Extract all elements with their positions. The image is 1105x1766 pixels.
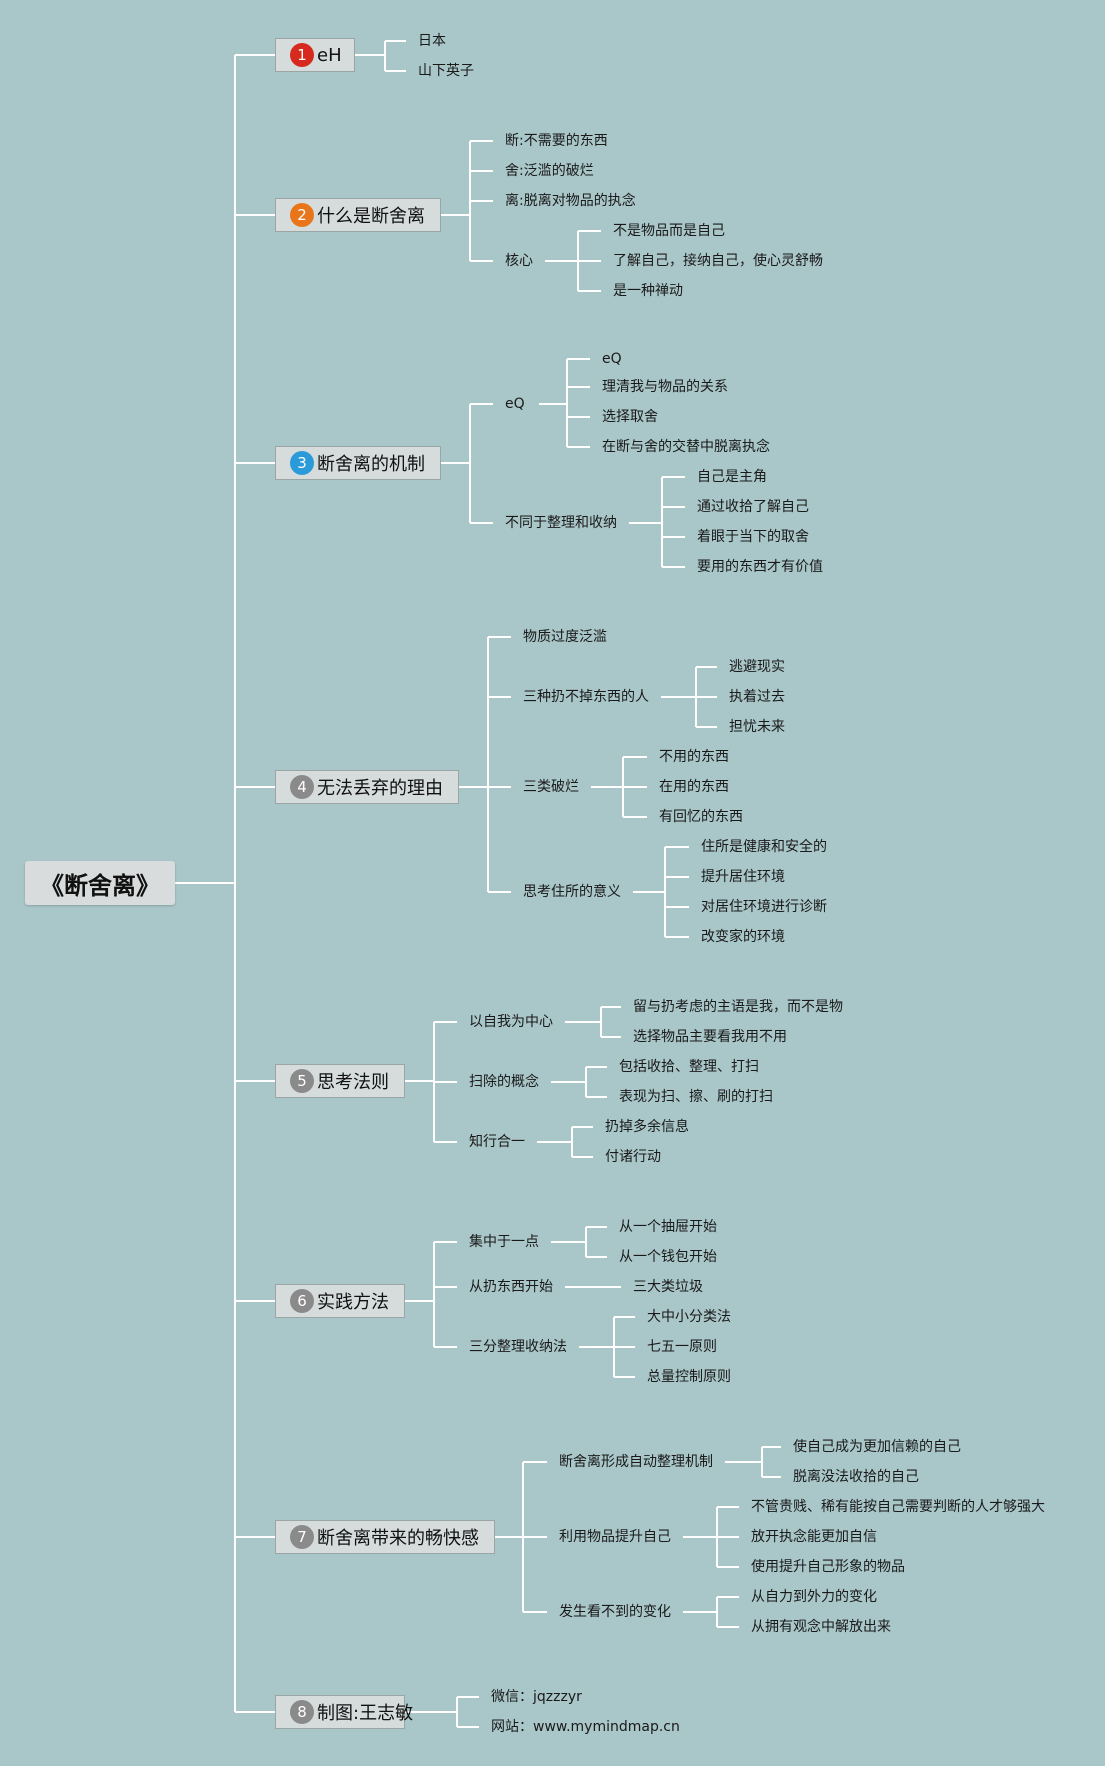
grandchild-item[interactable]: 不是物品而是自己: [613, 223, 725, 239]
number-badge-icon: 1: [290, 43, 314, 67]
child-item[interactable]: 网站：www.mymindmap.cn: [491, 1719, 680, 1735]
grandchild-item[interactable]: 使自己成为更加信赖的自己: [793, 1439, 961, 1455]
child-item[interactable]: 以自我为中心: [469, 1014, 553, 1030]
child-item[interactable]: 知行合一: [469, 1134, 525, 1150]
branch-label: 断舍离的机制: [317, 454, 425, 475]
grandchild-item[interactable]: 从拥有观念中解放出来: [751, 1619, 891, 1635]
root-node[interactable]: 《断舍离》: [25, 861, 175, 905]
child-item[interactable]: 发生看不到的变化: [559, 1604, 671, 1620]
number-badge-icon: 4: [290, 775, 314, 799]
grandchild-item[interactable]: 通过收拾了解自己: [697, 499, 809, 515]
grandchild-item[interactable]: 选择物品主要看我用不用: [633, 1029, 787, 1045]
child-item[interactable]: eQ: [505, 396, 525, 412]
child-item[interactable]: 断:不需要的东西: [505, 133, 608, 149]
child-item[interactable]: 舍:泛滥的破烂: [505, 163, 594, 179]
grandchild-item[interactable]: 三大类垃圾: [633, 1279, 703, 1295]
child-item[interactable]: 利用物品提升自己: [559, 1529, 671, 1545]
number-badge-icon: 2: [290, 203, 314, 227]
branch-label: 实践方法: [317, 1292, 389, 1313]
branch-label: 什么是断舍离: [317, 206, 425, 227]
grandchild-item[interactable]: 包括收拾、整理、打扫: [619, 1059, 759, 1075]
child-item[interactable]: 三种扔不掉东西的人: [523, 689, 649, 705]
child-item[interactable]: 物质过度泛滥: [523, 629, 607, 645]
branch-label: 断舍离带来的畅快感: [317, 1528, 479, 1549]
child-item[interactable]: 离:脱离对物品的执念: [505, 193, 636, 209]
grandchild-item[interactable]: 从自力到外力的变化: [751, 1589, 877, 1605]
grandchild-item[interactable]: 从一个钱包开始: [619, 1249, 717, 1265]
grandchild-item[interactable]: 使用提升自己形象的物品: [751, 1559, 905, 1575]
grandchild-item[interactable]: 改变家的环境: [701, 929, 785, 945]
grandchild-item[interactable]: 不用的东西: [659, 749, 729, 765]
grandchild-item[interactable]: 了解自己，接纳自己，使心灵舒畅: [613, 253, 823, 269]
child-item[interactable]: 三类破烂: [523, 779, 579, 795]
child-item[interactable]: 断舍离形成自动整理机制: [559, 1454, 713, 1470]
child-item[interactable]: 从扔东西开始: [469, 1279, 553, 1295]
grandchild-item[interactable]: eQ: [602, 351, 622, 367]
grandchild-item[interactable]: 担忧未来: [729, 719, 785, 735]
grandchild-item[interactable]: 逃避现实: [729, 659, 785, 675]
grandchild-item[interactable]: 在断与舍的交替中脱离执念: [602, 439, 770, 455]
child-item[interactable]: 不同于整理和收纳: [505, 515, 617, 531]
child-item[interactable]: 日本: [418, 33, 446, 49]
branch-label: 思考法则: [317, 1072, 389, 1093]
branch-label: eH: [317, 44, 342, 66]
grandchild-item[interactable]: 执着过去: [729, 689, 785, 705]
grandchild-item[interactable]: 理清我与物品的关系: [602, 379, 728, 395]
grandchild-item[interactable]: 七五一原则: [647, 1339, 717, 1355]
grandchild-item[interactable]: 总量控制原则: [647, 1369, 731, 1385]
grandchild-item[interactable]: 是一种禅动: [613, 283, 683, 299]
grandchild-item[interactable]: 在用的东西: [659, 779, 729, 795]
grandchild-item[interactable]: 自己是主角: [697, 469, 767, 485]
grandchild-item[interactable]: 从一个抽屉开始: [619, 1219, 717, 1235]
child-item[interactable]: 集中于一点: [469, 1234, 539, 1250]
branch-label: 无法丢弃的理由: [317, 778, 443, 799]
grandchild-item[interactable]: 有回忆的东西: [659, 809, 743, 825]
grandchild-item[interactable]: 扔掉多余信息: [605, 1119, 689, 1135]
grandchild-item[interactable]: 不管贵贱、稀有能按自己需要判断的人才够强大: [751, 1499, 1045, 1515]
number-badge-icon: 6: [290, 1289, 314, 1313]
branch-label: 制图:王志敏: [317, 1703, 414, 1724]
number-badge-icon: 3: [290, 451, 314, 475]
grandchild-item[interactable]: 付诸行动: [605, 1149, 661, 1165]
number-badge-icon: 8: [290, 1700, 314, 1724]
grandchild-item[interactable]: 要用的东西才有价值: [697, 559, 823, 575]
grandchild-item[interactable]: 住所是健康和安全的: [701, 839, 827, 855]
child-item[interactable]: 微信：jqzzzyr: [491, 1689, 582, 1705]
number-badge-icon: 5: [290, 1069, 314, 1093]
number-badge-icon: 7: [290, 1525, 314, 1549]
child-item[interactable]: 三分整理收纳法: [469, 1339, 567, 1355]
grandchild-item[interactable]: 脱离没法收拾的自己: [793, 1469, 919, 1485]
child-item[interactable]: 核心: [505, 253, 533, 269]
grandchild-item[interactable]: 着眼于当下的取舍: [697, 529, 809, 545]
grandchild-item[interactable]: 留与扔考虑的主语是我，而不是物: [633, 999, 843, 1015]
child-item[interactable]: 思考住所的意义: [523, 884, 621, 900]
grandchild-item[interactable]: 提升居住环境: [701, 869, 785, 885]
grandchild-item[interactable]: 大中小分类法: [647, 1309, 731, 1325]
grandchild-item[interactable]: 对居住环境进行诊断: [701, 899, 827, 915]
grandchild-item[interactable]: 放开执念能更加自信: [751, 1529, 877, 1545]
grandchild-item[interactable]: 选择取舍: [602, 409, 658, 425]
child-item[interactable]: 扫除的概念: [469, 1074, 539, 1090]
grandchild-item[interactable]: 表现为扫、擦、刷的打扫: [619, 1089, 773, 1105]
child-item[interactable]: 山下英子: [418, 63, 474, 79]
